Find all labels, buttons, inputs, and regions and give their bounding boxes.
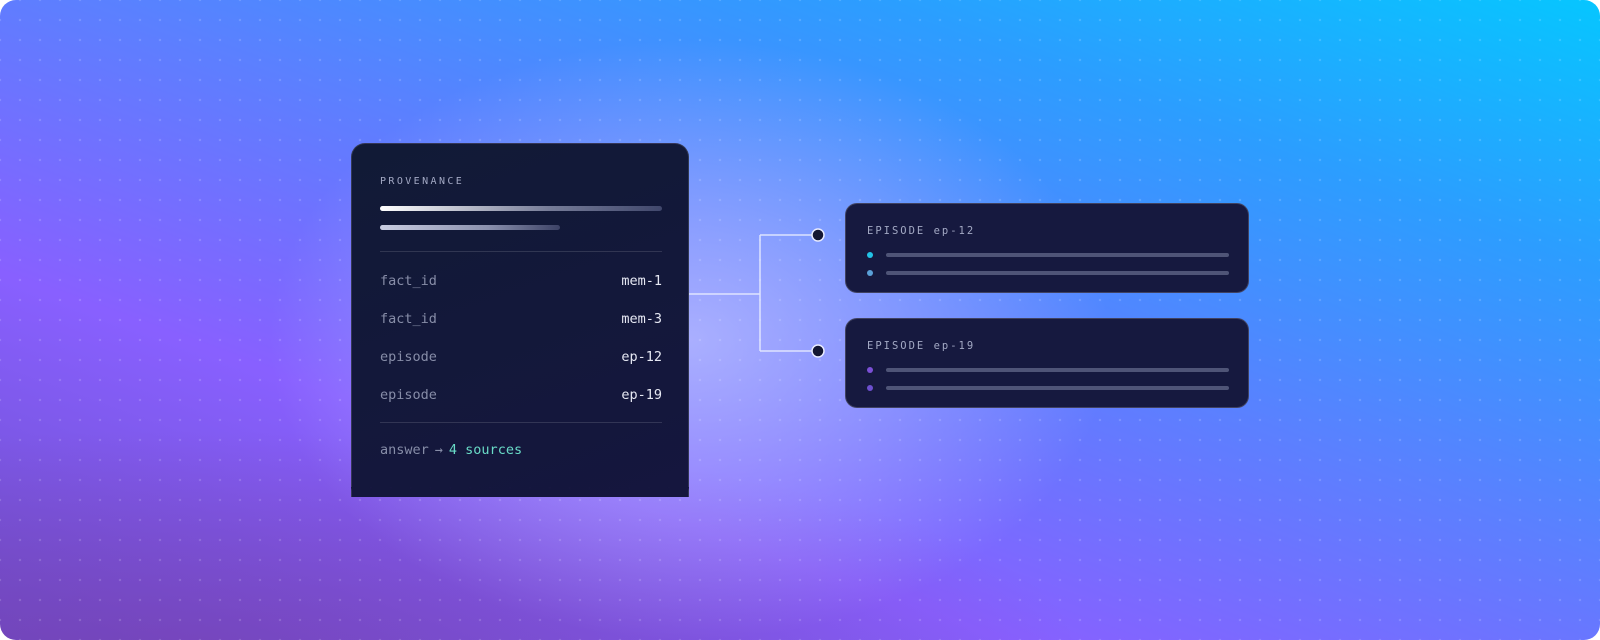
answer-line: answer → 4 sources [380, 442, 522, 458]
row-key: episode [380, 349, 437, 365]
row-key: episode [380, 387, 437, 403]
sources-count: 4 sources [448, 442, 523, 458]
placeholder-text-bar [886, 368, 1229, 372]
episode-card: EPISODE ep-12 [845, 203, 1249, 293]
divider [380, 422, 662, 423]
episode-line [867, 251, 1229, 259]
status-dot [867, 367, 873, 373]
row-value: mem-3 [621, 311, 662, 327]
placeholder-text-bar [380, 206, 662, 211]
answer-label: answer [380, 442, 429, 458]
episode-title: EPISODE ep-12 [867, 225, 976, 237]
row-key: fact_id [380, 311, 437, 327]
row-value: mem-1 [621, 273, 662, 289]
provenance-row: episode ep-12 [380, 347, 662, 367]
row-value: ep-12 [621, 349, 662, 365]
placeholder-text-bar [886, 253, 1229, 257]
episode-line [867, 384, 1229, 392]
episode-line [867, 269, 1229, 277]
placeholder-text-bar [886, 386, 1229, 390]
divider [380, 251, 662, 252]
provenance-row: fact_id mem-3 [380, 309, 662, 329]
receipt-scallop-edge [351, 487, 689, 491]
provenance-title: PROVENANCE [380, 176, 465, 187]
placeholder-text-bar [380, 225, 560, 230]
status-dot [867, 252, 873, 258]
status-dot [867, 385, 873, 391]
status-dot [867, 270, 873, 276]
row-value: ep-19 [621, 387, 662, 403]
episode-line [867, 366, 1229, 374]
row-key: fact_id [380, 273, 437, 289]
provenance-row: fact_id mem-1 [380, 271, 662, 291]
provenance-card: PROVENANCE fact_id mem-1 fact_id mem-3 e… [351, 143, 689, 497]
placeholder-text-bar [886, 271, 1229, 275]
arrow-icon: → [434, 442, 443, 458]
episode-card: EPISODE ep-19 [845, 318, 1249, 408]
provenance-row: episode ep-19 [380, 385, 662, 405]
episode-title: EPISODE ep-19 [867, 340, 976, 352]
